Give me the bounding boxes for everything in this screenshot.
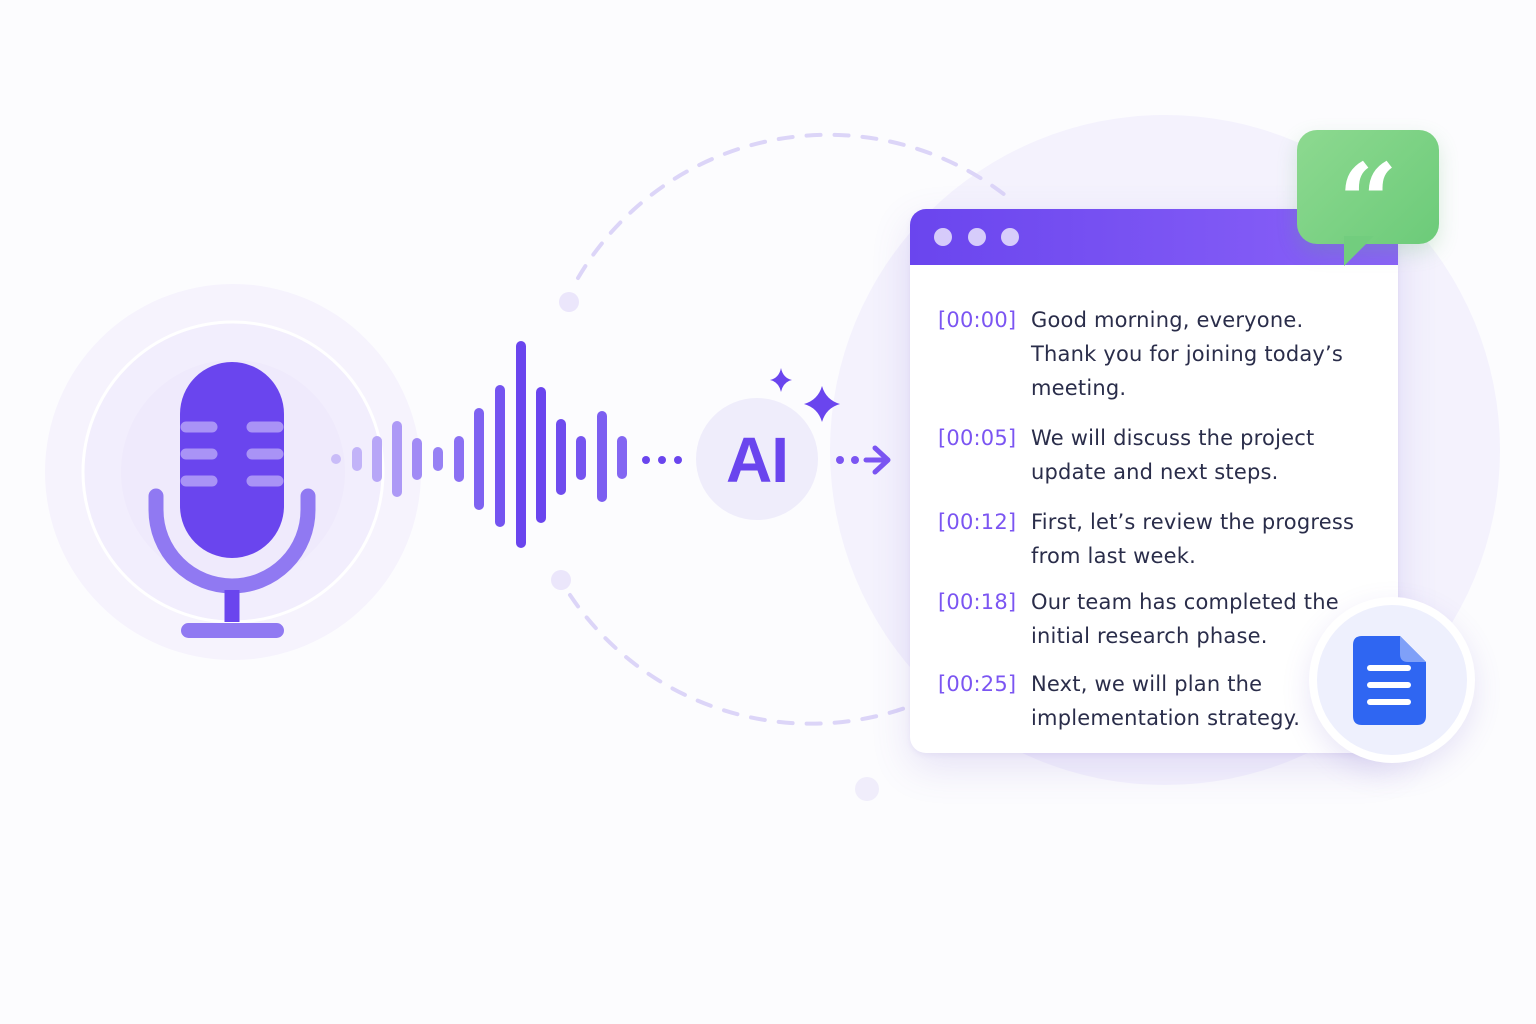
transcript-entry: [00:05] We will discuss the project upda…	[938, 421, 1388, 489]
timestamp: [00:25]	[938, 672, 1017, 696]
transcript-text: We will discuss the project update and n…	[1031, 426, 1315, 484]
timestamp: [00:18]	[938, 590, 1017, 614]
transcript-entry: [00:25] Next, we will plan the implement…	[938, 667, 1388, 735]
transcript-text: Good morning, everyone. Thank you for jo…	[1031, 308, 1344, 400]
timestamp: [00:12]	[938, 510, 1017, 534]
quote-icon: “	[1338, 140, 1398, 263]
window-dot-icon	[1001, 228, 1019, 246]
timestamp: [00:00]	[938, 308, 1017, 332]
quote-bubble-tail	[1344, 236, 1374, 266]
window-dot-icon	[968, 228, 986, 246]
orbit-bead	[551, 570, 571, 590]
transcript-entry: [00:00] Good morning, everyone. Thank yo…	[938, 303, 1388, 405]
orbit-bead	[559, 292, 579, 312]
transcript-text: Our team has completed the initial resea…	[1031, 590, 1339, 648]
quote-bubble	[1297, 130, 1439, 244]
dashed-orbit-bottom	[568, 593, 907, 726]
timestamp: [00:05]	[938, 426, 1017, 450]
transcript-text: Next, we will plan the implementation st…	[1031, 672, 1301, 730]
orbit-bead	[855, 777, 879, 801]
ai-label: AI	[726, 424, 789, 496]
dashed-orbit-top	[576, 132, 1007, 280]
transcript-entry: [00:12] First, let’s review the progress…	[938, 505, 1388, 573]
transcript-text: First, let’s review the progress from la…	[1031, 510, 1355, 568]
window-dot-icon	[934, 228, 952, 246]
ai-badge	[696, 398, 818, 520]
transcript-list: [00:00] Good morning, everyone. Thank yo…	[938, 303, 1388, 735]
transcript-entry: [00:18] Our team has completed the initi…	[938, 585, 1388, 653]
